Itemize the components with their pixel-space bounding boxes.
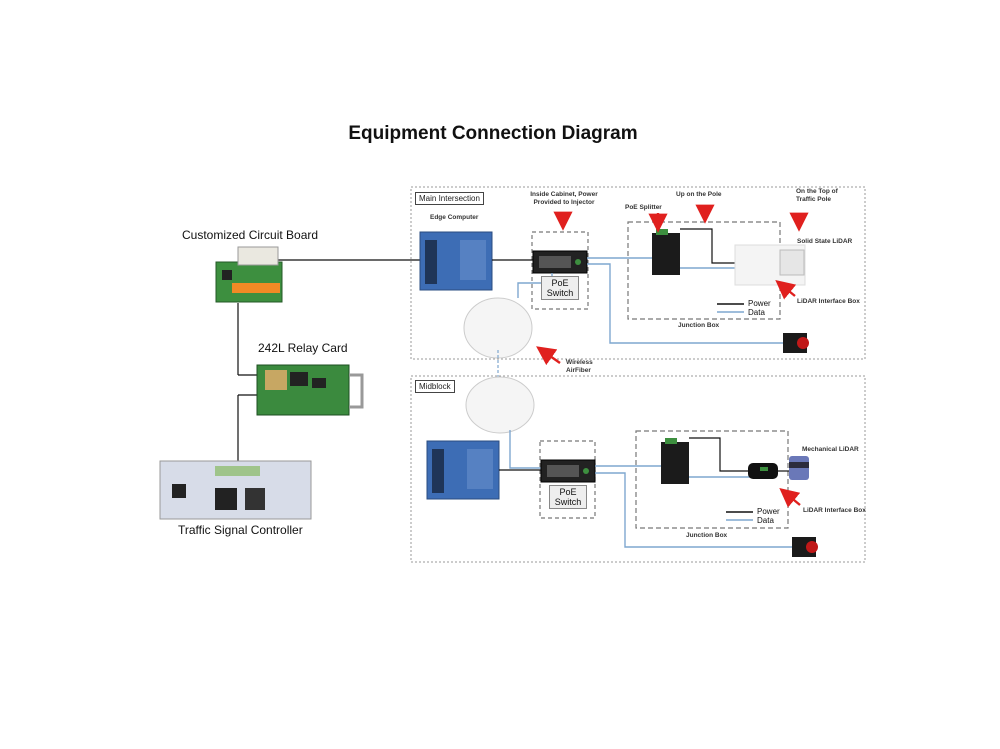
mid-lidar-interface-image: [748, 463, 778, 479]
main-lidar-interface-label: LiDAR Interface Box: [797, 298, 860, 305]
wireless-airfiber-label: Wireless AirFiber: [566, 359, 593, 374]
cabinet-note-label: Inside Cabinet, Power Provided to Inject…: [530, 191, 598, 206]
mid-legend: Power Data: [757, 507, 780, 525]
mid-edge-computer-image: [426, 440, 500, 500]
main-poe-switch-label: PoE Switch: [541, 276, 579, 300]
diagram-title: Equipment Connection Diagram: [348, 123, 638, 144]
main-poe-switch-image: [532, 250, 588, 274]
legend-data-label: Data: [748, 308, 765, 317]
mid-airfiber-image: [465, 376, 535, 434]
mid-legend-data-label: Data: [757, 516, 774, 525]
circuit-board-image: [215, 246, 283, 303]
mid-legend-power-label: Power: [757, 507, 780, 516]
mid-poe-switch-label: PoE Switch: [549, 485, 587, 509]
main-cabinet-box: [531, 231, 589, 310]
relay-card-image: [256, 364, 364, 416]
mid-poe-splitter-image: [661, 438, 689, 484]
main-poe-splitter-image: [652, 229, 680, 275]
main-airfiber-image: [463, 297, 533, 359]
relay-card-label: 242L Relay Card: [258, 341, 348, 355]
signal-controller-label: Traffic Signal Controller: [178, 523, 303, 537]
main-intersection-section-label: Main Intersection: [415, 192, 484, 205]
main-intersection-frame: [410, 186, 866, 360]
main-legend: Power Data: [748, 299, 771, 317]
up-on-pole-label: Up on the Pole: [676, 191, 722, 198]
legend-power-label: Power: [748, 299, 771, 308]
mechanical-lidar-label: Mechanical LiDAR: [802, 446, 859, 453]
solid-state-lidar-label: Solid State LiDAR: [797, 238, 853, 245]
main-junction-box-label: Junction Box: [678, 322, 720, 329]
circuit-board-label: Customized Circuit Board: [182, 228, 319, 242]
poe-splitter-label: PoE Splitter: [625, 204, 662, 211]
mid-camera-image: [792, 537, 818, 557]
mid-lidar-interface-label: LiDAR Interface Box: [803, 507, 866, 514]
mid-junction-box-label: Junction Box: [686, 532, 728, 539]
mid-junction-box: [635, 430, 789, 529]
top-pole-label: On the Top of Traffic Pole: [796, 188, 838, 203]
main-edge-computer-image: [419, 231, 493, 291]
midblock-section-label: Midblock: [415, 380, 455, 393]
signal-controller-image: [159, 460, 312, 520]
mid-poe-switch-image: [540, 459, 596, 483]
edge-computer-label: Edge Computer: [430, 214, 479, 221]
mechanical-lidar-image: [789, 456, 809, 480]
main-camera-image: [783, 333, 809, 353]
solid-state-lidar-image: [734, 244, 806, 286]
